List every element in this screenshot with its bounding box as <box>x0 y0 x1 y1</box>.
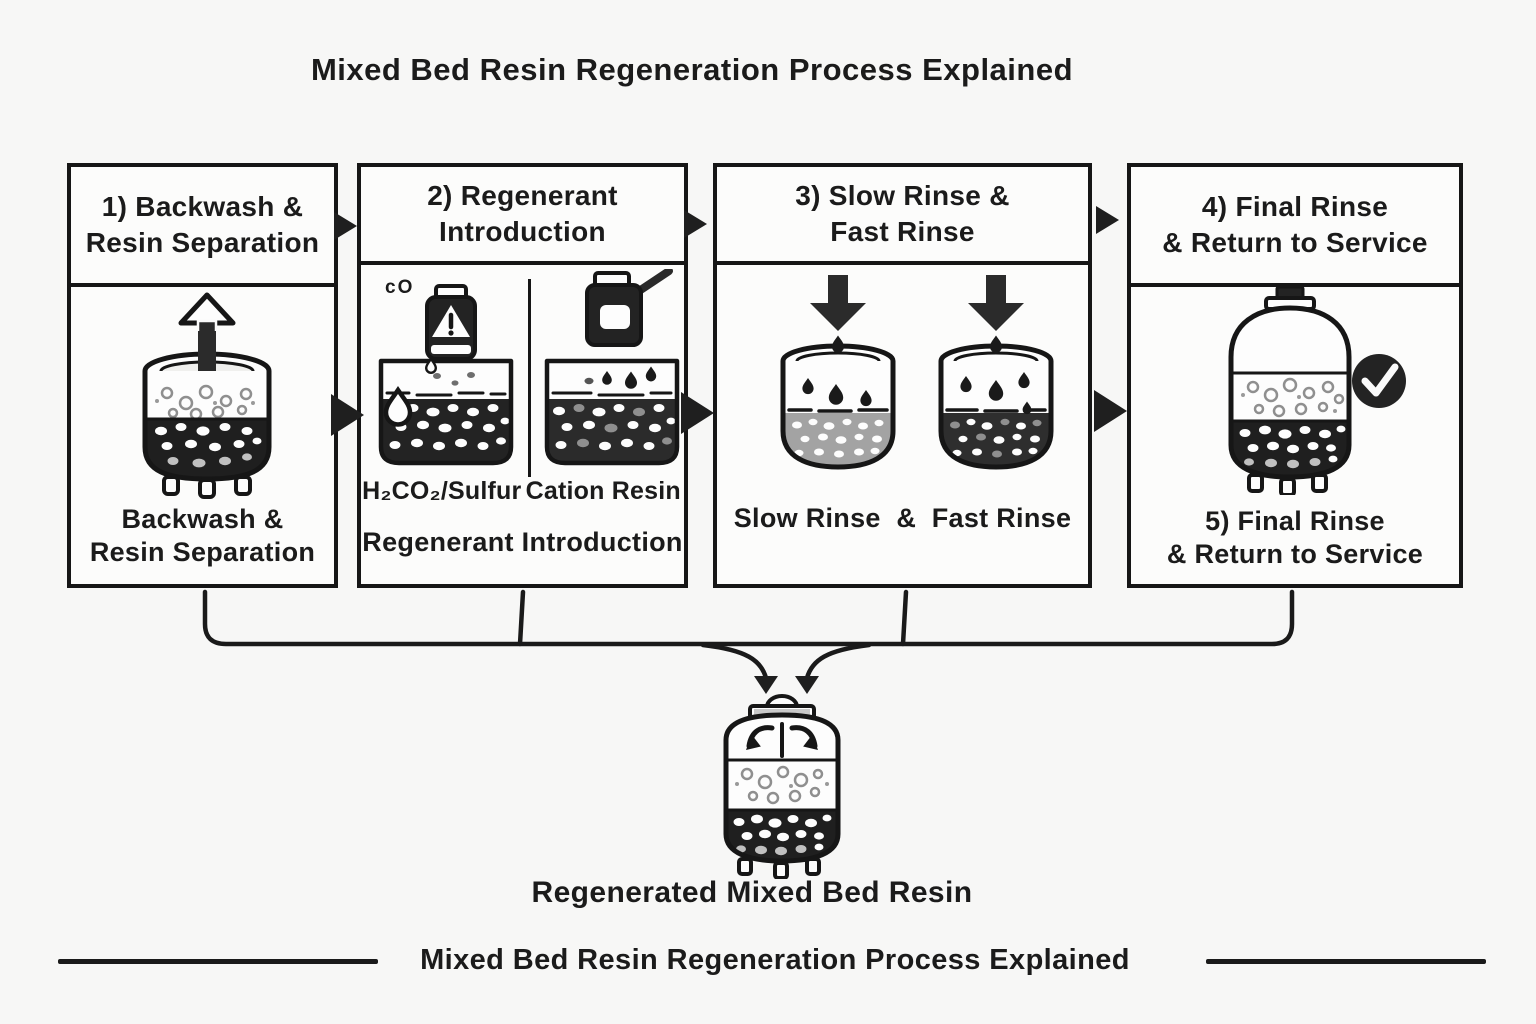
flow-connector-lines <box>202 589 1295 694</box>
step-4-body: 5) Final Rinse & Return to Service <box>1131 287 1459 584</box>
flow-arrow-2-3-top-icon <box>684 210 707 238</box>
page-title: Mixed Bed Resin Regeneration Process Exp… <box>310 52 1074 87</box>
liquid-surface-dashes <box>385 391 507 397</box>
resin-layers <box>1231 371 1349 477</box>
droplet-icon <box>990 335 1002 353</box>
tank-contents <box>547 399 677 463</box>
flow-arrow-3-4-top-icon <box>1096 206 1119 234</box>
connector-bus-line <box>202 589 1295 647</box>
down-arrow-icon <box>968 275 1024 331</box>
flow-arrow-1-2-icon <box>331 394 364 436</box>
flow-arrow-1-2-top-icon <box>334 212 357 240</box>
cation-dots <box>1239 425 1346 469</box>
anion-speckles <box>1246 377 1345 418</box>
anion-dots <box>155 399 255 405</box>
step-4-header: 4) Final Rinse & Return to Service <box>1131 167 1459 287</box>
vessel-legs <box>737 857 821 879</box>
mixing-arrows-icon <box>746 722 818 758</box>
step-1-body: Backwash & Resin Separation <box>71 287 334 584</box>
footer-title: Mixed Bed Resin Regeneration Process Exp… <box>420 944 1130 976</box>
resin-layers <box>726 758 838 861</box>
step-2-header: 2) Regenerant Introduction <box>361 167 684 265</box>
flow-arrow-2-3-icon <box>681 392 714 434</box>
cation-dots <box>733 814 832 856</box>
service-tank-checkmark-icon <box>1228 287 1406 495</box>
fast-rinse-cylinder-icon <box>938 275 1054 470</box>
step-1-caption: Backwash & Resin Separation <box>89 503 316 568</box>
step-4-box: 4) Final Rinse & Return to Service <box>1127 163 1463 588</box>
cation-dots <box>155 423 262 468</box>
down-arrowhead-right-icon <box>795 676 819 694</box>
down-arrowhead-left-icon <box>754 676 778 694</box>
step-1-box: 1) Backwash & Resin Separation <box>67 163 338 588</box>
step-2-box: 2) Regenerant Introduction cO <box>357 163 688 588</box>
step-4-caption: 5) Final Rinse & Return to Service <box>1166 505 1424 570</box>
liquid-surface-dashes <box>551 391 673 397</box>
hazard-bottle-icon <box>425 284 477 374</box>
co-label: cO <box>385 277 415 298</box>
dashed-boundary <box>787 408 889 413</box>
down-arrow-icon <box>810 275 866 331</box>
checkmark-badge-icon <box>1352 354 1406 408</box>
connector-step3-drop <box>900 589 909 647</box>
resin-dots <box>792 418 884 458</box>
anion-speckles <box>160 384 253 421</box>
vessel-legs <box>162 475 252 499</box>
vessel-cap-stripe <box>754 709 810 715</box>
tank-legs <box>1247 473 1328 495</box>
slow-rinse-cylinder-icon <box>780 275 896 470</box>
mixed-bed-vessel-icon <box>723 694 841 879</box>
regenerant-labels: H₂CO₂/Sulfur Cation Resin <box>361 477 684 506</box>
step-2-body: cO <box>361 265 684 584</box>
resin-jar-icon <box>585 269 673 347</box>
result-label: Regenerated Mixed Bed Resin <box>531 876 973 909</box>
step-3-header: 3) Slow Rinse & Fast Rinse <box>717 167 1088 265</box>
resin-jar-scoop-tank-icon <box>544 269 680 466</box>
right-regenerant-label: Cation Resin <box>525 477 681 505</box>
step-3-caption: Slow Rinse & Fast Rinse <box>733 503 1072 534</box>
footer-rule-left <box>58 959 378 964</box>
regenerant-specks <box>433 372 475 386</box>
connector-right-curve <box>804 642 872 681</box>
connector-step2-drop <box>517 589 526 647</box>
step-2-caption: Regenerant Introduction <box>362 527 683 558</box>
resin-droplets <box>584 366 657 389</box>
hazard-bottle-pouring-tank-icon <box>378 284 514 466</box>
anion-speckles <box>740 765 824 805</box>
step-1-header: 1) Backwash & Resin Separation <box>71 167 334 287</box>
droplet-icon <box>832 335 844 353</box>
anion-dots <box>735 782 829 788</box>
cation-dots <box>553 404 676 451</box>
backwash-vessel-up-arrow-icon <box>142 292 272 499</box>
step-3-box: 3) Slow Rinse & Fast Rinse <box>713 163 1092 588</box>
left-regenerant-label: H₂CO₂/Sulfur <box>362 477 522 505</box>
connector-left-curve <box>700 642 769 681</box>
resin-dots <box>950 418 1042 458</box>
step-3-body: Slow Rinse & Fast Rinse <box>717 265 1088 584</box>
resin-layers <box>145 384 269 479</box>
footer-rule-right <box>1206 959 1486 964</box>
panel-divider <box>528 279 531 477</box>
flow-arrow-3-4-icon <box>1094 390 1127 432</box>
anion-dots <box>1241 393 1337 413</box>
